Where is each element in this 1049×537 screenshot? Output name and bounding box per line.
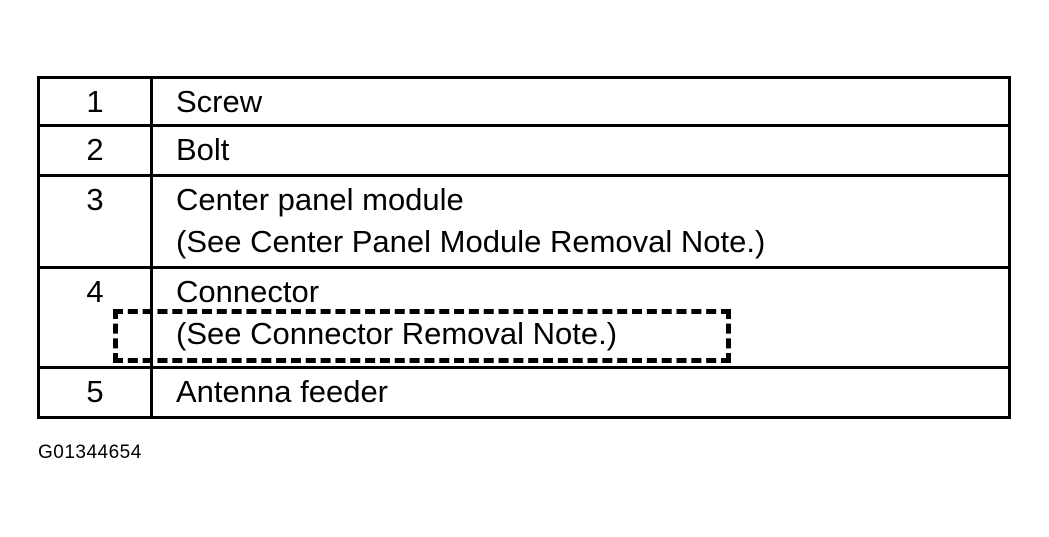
table-row: 1 Screw — [37, 76, 1011, 127]
item-number-cell: 2 — [37, 124, 153, 177]
item-number: 2 — [86, 132, 104, 167]
item-note: (See Center Panel Module Removal Note.) — [176, 224, 766, 259]
item-description: Screw — [176, 84, 263, 119]
table-row: 3 Center panel module (See Center Panel … — [37, 174, 1011, 269]
item-description: Bolt — [176, 132, 230, 167]
item-description-cell: Bolt — [150, 124, 1011, 177]
figure-id: G01344654 — [38, 442, 142, 463]
table-row: 5 Antenna feeder — [37, 366, 1011, 419]
item-number: 3 — [86, 182, 104, 217]
item-description-cell: Connector (See Connector Removal Note.) — [150, 266, 1011, 369]
item-number-cell: 1 — [37, 76, 153, 127]
item-description-cell: Screw — [150, 76, 1011, 127]
item-description-cell: Center panel module (See Center Panel Mo… — [150, 174, 1011, 269]
item-number: 4 — [86, 274, 104, 309]
table-row: 2 Bolt — [37, 124, 1011, 177]
item-description: Antenna feeder — [176, 374, 389, 409]
component-legend-table: 1 Screw 2 Bolt 3 Center panel module (Se… — [37, 76, 1011, 419]
item-description: Connector — [176, 274, 320, 309]
item-number-cell: 5 — [37, 366, 153, 419]
item-number-cell: 3 — [37, 174, 153, 269]
item-description: Center panel module — [176, 182, 464, 217]
table-row: 4 Connector (See Connector Removal Note.… — [37, 266, 1011, 369]
item-number: 1 — [86, 84, 104, 119]
item-number: 5 — [86, 374, 104, 409]
item-number-cell: 4 — [37, 266, 153, 369]
item-note-highlighted: (See Connector Removal Note.) — [176, 316, 618, 351]
item-description-cell: Antenna feeder — [150, 366, 1011, 419]
